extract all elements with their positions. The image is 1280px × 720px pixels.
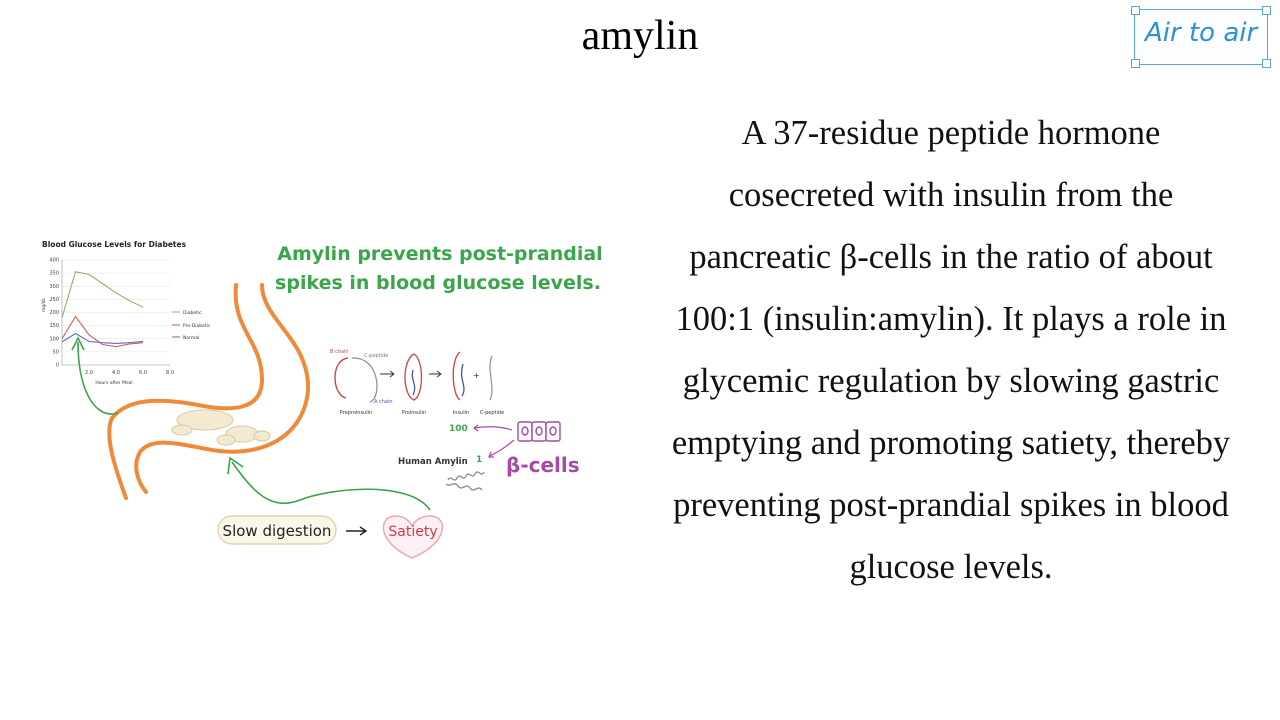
- chart-title: Blood Glucose Levels for Diabetes: [42, 240, 187, 249]
- description-text: A 37-residue peptide hormone cosecreted …: [671, 114, 1231, 586]
- ratio-insulin-value: 100: [449, 424, 468, 434]
- c-peptide-strand: [489, 355, 493, 401]
- proinsulin-a-chain: [411, 369, 416, 396]
- heart-icon: [382, 515, 444, 559]
- arrow-to-stomach: [231, 461, 431, 511]
- stomach-outline-outer: [134, 283, 311, 494]
- label-proinsulin: Proinsulin: [402, 410, 426, 416]
- chart-y-tick: 250: [49, 297, 59, 303]
- arrow-to-chart: [77, 341, 119, 415]
- arrow-to-stomach-head: [227, 456, 244, 475]
- label-b-chain: B chain: [330, 349, 349, 355]
- arrow-to-insulin: [473, 426, 513, 431]
- chart-x-tick: 8.0: [166, 370, 174, 376]
- label-insulin: Insulin: [453, 410, 469, 416]
- air-to-air-logo: Air to air: [1131, 6, 1271, 68]
- chart-y-tick: 100: [49, 336, 59, 342]
- human-amylin-label: Human Amylin: [398, 457, 468, 467]
- ratio-amylin-value: 1: [476, 455, 482, 465]
- logo-text: Air to air: [1145, 18, 1258, 48]
- proinsulin-shape: [404, 353, 423, 401]
- amylin-figure: Amylin prevents post-prandial spikes in …: [0, 230, 660, 570]
- arrows-from-cells: [473, 424, 515, 458]
- arrow-head: [488, 451, 494, 458]
- chart-y-tick: 50: [53, 349, 59, 355]
- arrow-1: [380, 370, 395, 378]
- logo-corner: [1262, 59, 1271, 68]
- beta-cell-cluster: [517, 421, 561, 442]
- chart-line-pre-diabetic: [61, 315, 144, 348]
- chart-lines: [61, 271, 144, 348]
- preproinsulin-b-chain: [334, 357, 349, 399]
- preproinsulin-c-peptide: [351, 357, 378, 403]
- beta-cells-label: β-cells: [506, 453, 580, 477]
- insulin-a-chain: [460, 363, 465, 397]
- chart-y-tick: 400: [49, 258, 59, 264]
- logo-corner: [1131, 59, 1140, 68]
- feedback-arrows: [71, 336, 431, 511]
- chart-y-tick: 300: [49, 284, 59, 290]
- stomach-outline-inner: [107, 283, 265, 500]
- insulin-processing: B chain C-peptide A chain + Preproinsuli…: [330, 349, 504, 416]
- insulin-b-chain: [452, 351, 461, 401]
- page-title: amylin: [581, 13, 699, 59]
- chart-y-tick: 350: [49, 271, 59, 277]
- chart-axes: 400 350 300 250 200 150 100 50 0 2.0 4.0 6.0 8.0: [49, 258, 174, 376]
- label-a-chain: A chain: [374, 399, 393, 405]
- slow-digestion-label: Slow digestion: [223, 522, 332, 540]
- chart-xlabel: Hours after Meal: [95, 380, 132, 386]
- satiety-heart: Satiety: [382, 515, 444, 559]
- chart-line-normal: [61, 332, 144, 345]
- food-particles: [171, 409, 271, 446]
- stomach-drawing: [107, 283, 311, 500]
- nucleus: [521, 426, 529, 436]
- legend-normal: Normal: [183, 335, 199, 341]
- legend-diabetic: Diabetic: [183, 310, 202, 316]
- chart-y-tick: 150: [49, 323, 59, 329]
- label-preproinsulin: Preproinsulin: [340, 410, 372, 416]
- amylin-peptide-squiggle: [445, 471, 485, 491]
- arrow-head: [473, 424, 479, 432]
- arrow-to-amylin: [489, 439, 515, 457]
- legend-prediabetic: Pre-Diabetic: [183, 323, 211, 329]
- satiety-label: Satiety: [388, 524, 437, 540]
- figure-headline-line2: spikes in blood glucose levels.: [275, 272, 601, 294]
- plus-sign: +: [473, 371, 480, 380]
- chart-y-tick: 0: [56, 363, 59, 369]
- chart-line-diabetic: [61, 271, 144, 318]
- food-blob: [176, 409, 234, 431]
- slow-digestion-badge: Slow digestion: [217, 515, 337, 545]
- glucose-chart: Blood Glucose Levels for Diabetes 400 350…: [41, 240, 211, 386]
- food-blob: [253, 430, 271, 442]
- nucleus: [535, 426, 543, 436]
- food-blob: [216, 434, 236, 446]
- chart-x-tick: 2.0: [85, 370, 93, 376]
- figure-canvas: Amylin prevents post-prandial spikes in …: [41, 240, 603, 559]
- chart-legend: Diabetic Pre-Diabetic Normal: [172, 310, 211, 341]
- label-c-peptide: C-peptide: [364, 353, 388, 359]
- logo-corner: [1262, 6, 1271, 15]
- food-blob: [171, 424, 193, 436]
- arrow-to-chart-head: [71, 336, 85, 351]
- arrow-2: [429, 370, 442, 378]
- chart-ylabel: mg/dL: [41, 297, 47, 312]
- label-c-peptide-product: C-peptide: [480, 410, 504, 416]
- logo-corner: [1131, 6, 1140, 15]
- chart-x-tick: 4.0: [112, 370, 120, 376]
- arrow-right-icon: [346, 526, 368, 536]
- chart-x-tick: 6.0: [139, 370, 147, 376]
- slow-digestion-bg: [217, 515, 337, 545]
- figure-headline-line1: Amylin prevents post-prandial: [277, 243, 602, 265]
- nucleus: [549, 426, 557, 436]
- chart-y-tick: 200: [49, 310, 59, 316]
